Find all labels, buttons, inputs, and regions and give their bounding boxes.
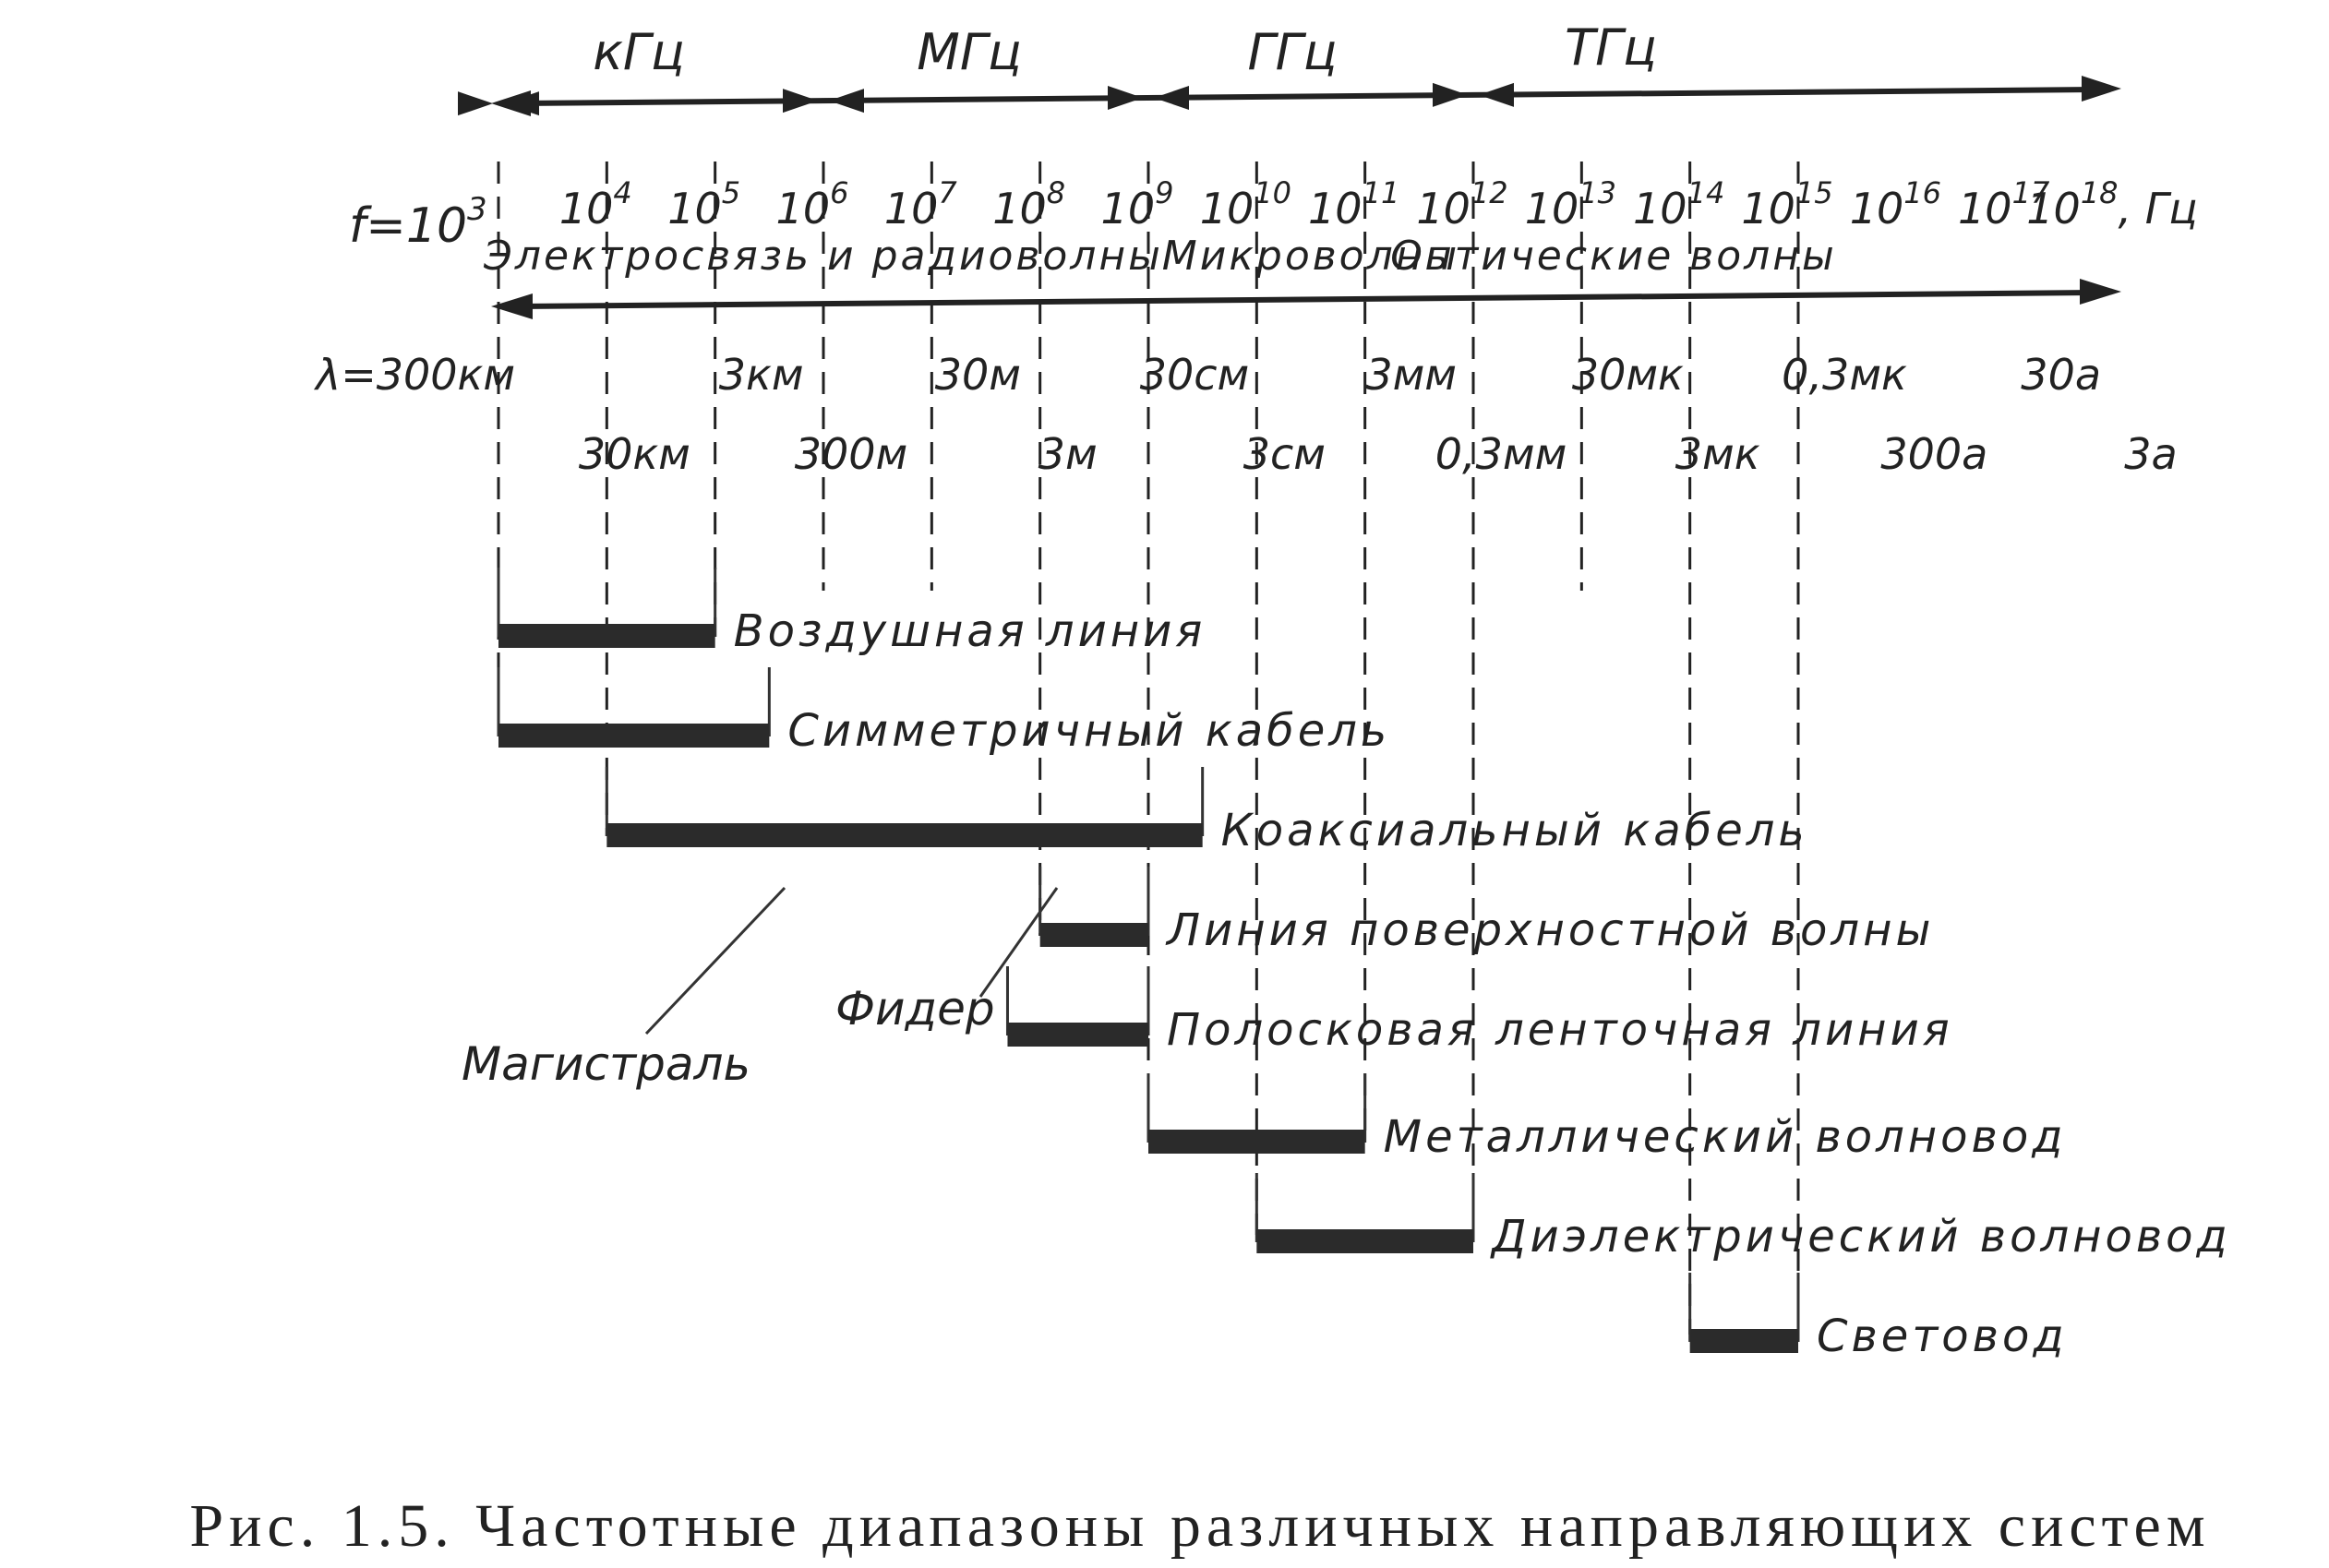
band-boundary-arrow-left-2: [1108, 86, 1143, 110]
frequency-label-17: 1017: [1958, 175, 2050, 233]
frequency-label-14: 1014: [1633, 175, 1724, 233]
frequency-prefix: f=103: [349, 191, 487, 254]
frequency-label-15: 1015: [1741, 175, 1832, 233]
system-bar-2: [606, 823, 1203, 847]
system-label-2: Коаксиальный кабель: [1221, 805, 1808, 856]
band-ruler-right-arrow: [2082, 76, 2121, 102]
wavelength-label-row2-0: 30км: [579, 429, 690, 479]
system-label-6: Диэлектрический волновод: [1490, 1211, 2231, 1263]
frequency-label-10: 1010: [1200, 175, 1291, 233]
figure-caption: Рис. 1.5. Частотные диапазоны различных …: [189, 1492, 2210, 1560]
band-boundary-arrow-right-0: [504, 91, 539, 116]
band-label-khz: кГц: [593, 23, 684, 81]
band-ruler: [458, 76, 2121, 116]
band-boundary-arrow-right-3: [1479, 82, 1514, 107]
frequency-label-7: 107: [884, 175, 958, 233]
wavelength-label-row2-2: 3м: [1038, 429, 1098, 479]
frequency-label-8: 108: [992, 175, 1065, 233]
frequency-label-6: 106: [776, 175, 849, 233]
band-label-thz: ТГц: [1565, 18, 1657, 77]
wavelength-scale: λ=300км 3км 30м 30см 3мм 30мк 0,3мк 30а 30км 300м…: [313, 350, 2178, 479]
system-label-0: Воздушная линия: [734, 605, 1207, 657]
annotations: Магистраль Фидер: [462, 886, 1059, 1091]
system-label-7: Световод: [1817, 1311, 2068, 1362]
band-boundary-arrow-left-1: [783, 89, 818, 114]
wavelength-label-row1-3: 30см: [1140, 350, 1250, 400]
band-labels: кГц МГц ГГц ТГц: [593, 18, 1657, 81]
wavelength-label-row2-6: 300а: [1880, 429, 1987, 479]
system-bar-7: [1689, 1329, 1798, 1353]
wavelength-label-row2-3: 3см: [1243, 429, 1326, 479]
feeder-annotation: Фидер: [835, 982, 995, 1035]
band-boundary-arrow-left-3: [1433, 82, 1468, 107]
main-axis: [491, 279, 2121, 319]
system-label-4: Полосковая ленточная линия: [1167, 1004, 1953, 1056]
region-labels: Электросвязь и радиоволныМикроволныОптич…: [483, 233, 1837, 280]
band-label-mhz: МГц: [917, 23, 1021, 81]
trunk-annotation: Магистраль: [462, 1037, 750, 1091]
frequency-label-11: 1011: [1308, 175, 1399, 233]
main-axis-line: [516, 290, 2096, 309]
region-label-1: Микроволны: [1162, 233, 1459, 280]
wavelength-label-row2-4: 0,3мм: [1435, 429, 1567, 479]
system-label-5: Металлический волновод: [1384, 1111, 2067, 1163]
frequency-label-18: 1018, Гц: [2026, 175, 2197, 233]
region-label-0: Электросвязь и радиоволны: [483, 233, 1163, 280]
frequency-label-5: 105: [667, 175, 740, 233]
trunk-leader-line-1: [644, 886, 786, 1035]
band-boundary-arrows: [458, 82, 1514, 116]
frequency-label-16: 1016: [1850, 175, 1941, 233]
system-bar-5: [1148, 1130, 1365, 1154]
system-label-3: Линия поверхностной волны: [1165, 904, 1934, 956]
feeder-leader-line: [978, 887, 1059, 998]
wavelength-label-row1-7: 30а: [2021, 350, 2101, 400]
wavelength-label-row2-7: 3а: [2124, 429, 2177, 479]
system-label-1: Симметричный кабель: [787, 705, 1390, 757]
system-bar-4: [1007, 1023, 1148, 1047]
region-label-2: Оптические волны: [1390, 233, 1837, 280]
wavelength-label-row1-1: 3км: [719, 350, 804, 400]
wavelength-label-row2-5: 3мк: [1675, 429, 1760, 479]
frequency-label-12: 1012: [1416, 175, 1507, 233]
band-boundary-arrow-right-2: [1154, 86, 1189, 110]
frequency-label-4: 104: [559, 175, 632, 233]
wavelength-label-row2-1: 300м: [795, 429, 908, 479]
system-bar-6: [1256, 1229, 1473, 1253]
system-bar-3: [1039, 923, 1148, 947]
band-boundary-arrow-right-1: [829, 89, 864, 114]
wavelength-label-row1-0: λ=300км: [313, 350, 515, 400]
frequency-scale: f=103 104 105 106 107 108 109 1010 1011 1012 1013…: [349, 175, 2198, 254]
wavelength-label-row1-2: 30м: [935, 350, 1021, 400]
wavelength-label-row1-6: 0,3мк: [1782, 350, 1907, 400]
band-boundary-arrow-left-0: [458, 91, 493, 116]
wavelength-label-row1-4: 3мм: [1365, 350, 1457, 400]
main-axis-left-arrow: [491, 293, 533, 319]
main-axis-right-arrow: [2080, 279, 2121, 305]
wavelength-label-row1-5: 30мк: [1572, 350, 1684, 400]
frequency-label-9: 109: [1101, 175, 1174, 233]
frequency-label-13: 1013: [1525, 175, 1616, 233]
system-bar-0: [498, 624, 715, 648]
band-label-ghz: ГГц: [1248, 23, 1338, 81]
system-bar-1: [498, 724, 770, 748]
band-ruler-line: [516, 87, 2096, 106]
